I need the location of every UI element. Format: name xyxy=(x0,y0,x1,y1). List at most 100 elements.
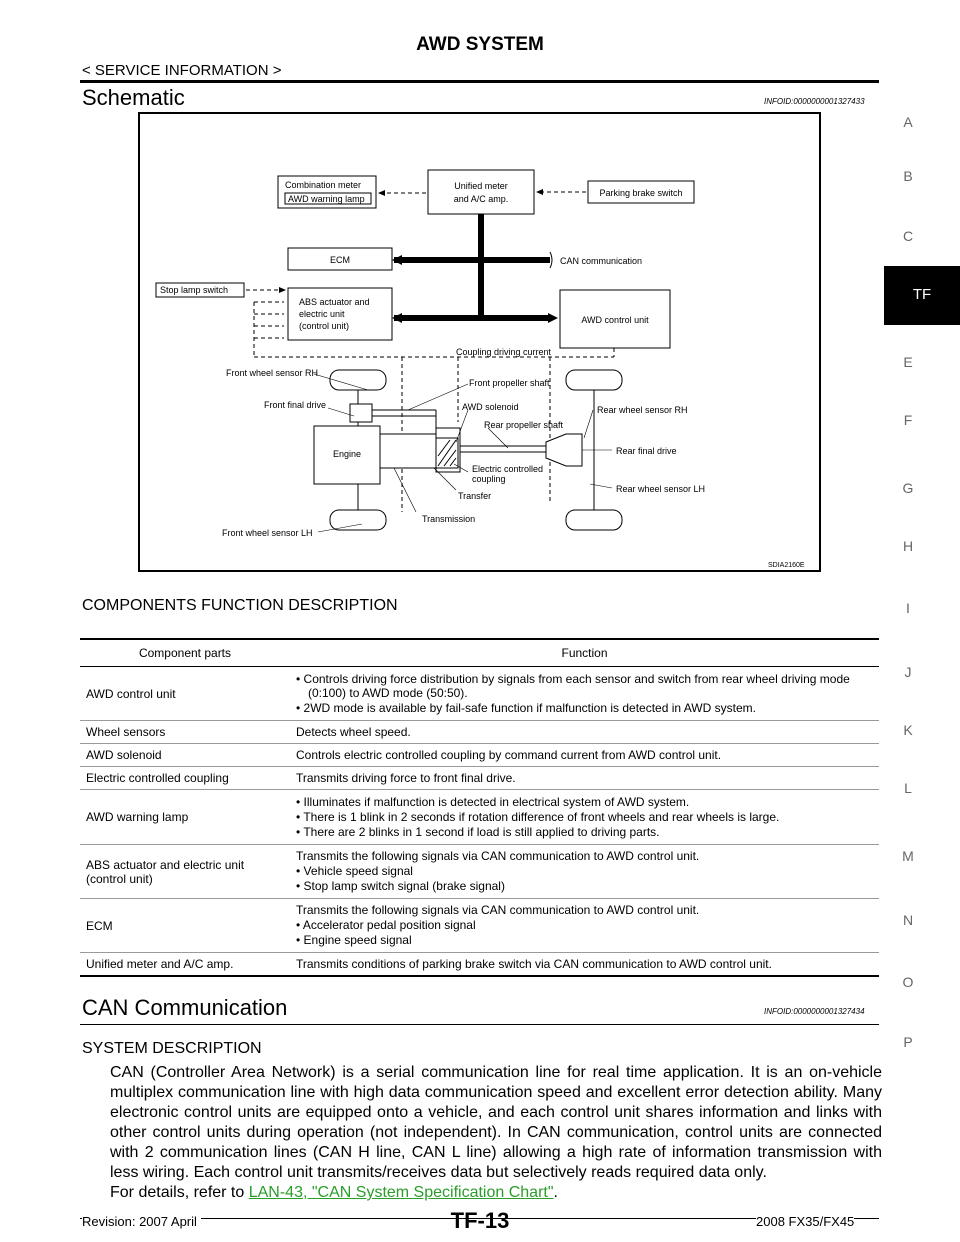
function-bullet: Engine speed signal xyxy=(296,933,873,947)
svg-text:coupling: coupling xyxy=(472,474,506,484)
system-description-heading: SYSTEM DESCRIPTION xyxy=(82,1040,262,1057)
component-part-cell: Electric controlled coupling xyxy=(86,771,229,785)
table-row: ECM Transmits the following signals via C… xyxy=(80,899,879,953)
stop-lamp-box xyxy=(155,282,245,298)
component-part-cell: AWD solenoid xyxy=(86,748,162,762)
svg-text:Front wheel sensor RH: Front wheel sensor RH xyxy=(226,368,318,378)
svg-text:Engine: Engine xyxy=(333,449,361,459)
function-text: Detects wheel speed. xyxy=(296,725,411,739)
svg-text:AWD solenoid: AWD solenoid xyxy=(462,402,519,412)
page-number: TF-13 xyxy=(450,1208,510,1233)
components-heading: COMPONENTS FUNCTION DESCRIPTION xyxy=(82,597,398,614)
function-text: Transmits the following signals via CAN … xyxy=(296,903,700,917)
function-bullet: Illuminates if malfunction is detected i… xyxy=(296,795,873,809)
function-text: Transmits the following signals via CAN … xyxy=(296,849,700,863)
tab-j[interactable]: J xyxy=(904,664,912,680)
svg-text:Stop lamp switch: Stop lamp switch xyxy=(160,285,228,295)
svg-text:AWD warning lamp: AWD warning lamp xyxy=(288,194,365,204)
component-part-cell: ABS actuator and electric unit (control … xyxy=(86,857,245,886)
component-part-cell: AWD control unit xyxy=(86,686,176,701)
component-part-cell: Unified meter and A/C amp. xyxy=(86,957,234,971)
svg-text:CAN communication: CAN communication xyxy=(560,256,642,266)
component-part-cell: Wheel sensors xyxy=(86,725,166,739)
table-row: Unified meter and A/C amp. Transmits cond… xyxy=(80,953,879,977)
awd-schematic-diagram: Combination meter AWD warning lamp Unifi… xyxy=(138,112,821,572)
page-title: AWD SYSTEM xyxy=(416,34,544,55)
svg-text:and A/C amp.: and A/C amp. xyxy=(454,194,509,204)
tab-i[interactable]: I xyxy=(906,600,910,616)
tab-m[interactable]: M xyxy=(902,848,914,864)
tab-b[interactable]: B xyxy=(903,168,913,184)
tab-p[interactable]: P xyxy=(903,1034,913,1050)
svg-text:Front propeller shaft: Front propeller shaft xyxy=(469,378,550,388)
table-row: AWD control unit Controls driving force d… xyxy=(80,667,879,721)
svg-text:Rear wheel sensor RH: Rear wheel sensor RH xyxy=(597,405,688,415)
schematic-infoid: INFOID:0000000001327433 xyxy=(764,97,865,106)
abs-box xyxy=(287,287,393,341)
table-row: AWD warning lamp Illuminates if malfuncti… xyxy=(80,790,879,845)
svg-text:Combination meter: Combination meter xyxy=(285,180,361,190)
table-row: Wheel sensors Detects wheel speed. xyxy=(80,721,879,744)
tab-l[interactable]: L xyxy=(904,780,912,796)
footer-revision: Revision: 2007 April xyxy=(82,1214,201,1229)
tab-c[interactable]: C xyxy=(902,228,914,244)
awd-control-unit-box xyxy=(559,289,671,349)
can-heading: CAN Communication xyxy=(82,995,288,1020)
combination-meter-box xyxy=(277,175,377,209)
figure-id: SDIA2160E xyxy=(768,562,805,569)
svg-text:Parking brake switch: Parking brake switch xyxy=(599,188,682,198)
footer-rule xyxy=(80,1218,879,1219)
svg-text:ABS actuator and: ABS actuator and xyxy=(299,297,370,307)
ecm-box xyxy=(287,247,393,271)
svg-text:Front final drive: Front final drive xyxy=(264,400,326,410)
svg-text:Coupling driving current: Coupling driving current xyxy=(456,347,552,357)
function-text: Controls electric controlled coupling by… xyxy=(296,748,722,762)
header-rule xyxy=(80,80,879,83)
col-header-part: Component parts xyxy=(138,646,232,660)
function-cell: Controls driving force distribution by s… xyxy=(290,667,879,721)
tab-k[interactable]: K xyxy=(903,722,913,738)
function-bullet: Controls driving force distribution by s… xyxy=(296,672,873,700)
function-cell: Transmits driving force to front final d… xyxy=(290,767,879,790)
lan-43-link[interactable]: LAN-43, "CAN System Specification Chart" xyxy=(248,1184,554,1201)
function-bullet: There is 1 blink in 2 seconds if rotatio… xyxy=(296,810,873,824)
section-label: < SERVICE INFORMATION > xyxy=(82,62,282,79)
table-header-row: Component parts Function xyxy=(80,639,879,667)
svg-text:ECM: ECM xyxy=(330,255,350,265)
tab-e[interactable]: E xyxy=(903,354,913,370)
svg-text:AWD control unit: AWD control unit xyxy=(581,315,649,325)
function-cell: Transmits conditions of parking brake sw… xyxy=(290,953,879,977)
function-cell: Detects wheel speed. xyxy=(290,721,879,744)
engine-box xyxy=(313,425,381,485)
parking-brake-box xyxy=(587,180,695,204)
svg-text:Rear propeller shaft: Rear propeller shaft xyxy=(484,420,564,430)
tab-n[interactable]: N xyxy=(902,912,914,928)
component-part-cell: ECM xyxy=(86,918,113,933)
tab-g[interactable]: G xyxy=(902,480,914,496)
svg-text:Rear wheel sensor LH: Rear wheel sensor LH xyxy=(616,484,705,494)
function-bullet: Vehicle speed signal xyxy=(296,864,873,878)
function-cell: Transmits the following signals via CAN … xyxy=(290,899,879,953)
function-cell: Illuminates if malfunction is detected i… xyxy=(290,790,879,845)
function-bullet: There are 2 blinks in 1 second if load i… xyxy=(296,825,873,839)
tab-f[interactable]: F xyxy=(903,412,913,428)
svg-text:Transmission: Transmission xyxy=(422,514,475,524)
schematic-heading: Schematic xyxy=(82,85,185,110)
component-part-cell: AWD warning lamp xyxy=(86,810,189,824)
tab-h[interactable]: H xyxy=(902,538,914,554)
table-row: Electric controlled coupling Transmits dr… xyxy=(80,767,879,790)
function-bullet: Accelerator pedal position signal xyxy=(296,918,873,932)
table-row: AWD solenoid Controls electric controlled… xyxy=(80,744,879,767)
function-cell: Transmits the following signals via CAN … xyxy=(290,845,879,899)
svg-text:(control unit): (control unit) xyxy=(299,321,349,331)
tab-a[interactable]: A xyxy=(903,114,913,130)
svg-text:Rear final drive: Rear final drive xyxy=(616,446,677,456)
tab-active-tf[interactable]: TF xyxy=(884,266,960,325)
function-cell: Controls electric controlled coupling by… xyxy=(290,744,879,767)
function-text: Transmits driving force to front final d… xyxy=(296,771,516,785)
unified-meter-box xyxy=(427,169,535,215)
tab-o[interactable]: O xyxy=(902,974,914,990)
function-text: Transmits conditions of parking brake sw… xyxy=(296,957,772,971)
function-bullet: 2WD mode is available by fail-safe funct… xyxy=(296,701,873,715)
footer-model: 2008 FX35/FX45 xyxy=(756,1214,855,1229)
